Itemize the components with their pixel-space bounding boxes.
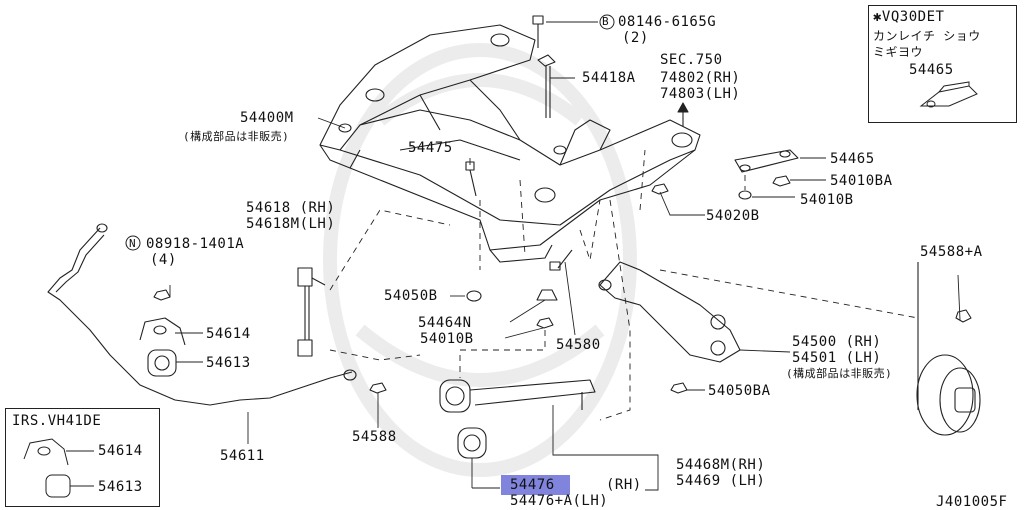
marker-b-letter: B <box>602 15 610 28</box>
clamp-54614[interactable] <box>139 317 186 346</box>
bolt-54418a[interactable] <box>537 54 556 118</box>
marker-b-icon <box>599 14 615 30</box>
nut-54050ba[interactable] <box>670 382 688 394</box>
label-54010b-mid[interactable]: 54010B <box>420 331 474 347</box>
inset-vq30-line3: ミギヨウ <box>873 45 924 59</box>
label-08918-qty: (4) <box>150 252 177 268</box>
label-54588a[interactable]: 54588+A <box>920 244 983 260</box>
nut-54020b[interactable] <box>651 183 669 195</box>
dashed-guides <box>329 149 919 421</box>
label-54476[interactable]: 54476 <box>510 477 555 493</box>
label-sec750[interactable]: SEC.750 <box>660 52 723 68</box>
label-54020b[interactable]: 54020B <box>706 208 760 224</box>
nut-54588[interactable] <box>369 382 387 394</box>
label-54010ba[interactable]: 54010BA <box>830 173 893 189</box>
inset-irs-vh41de: IRS.VH41DE 54614 54613 <box>5 408 160 507</box>
label-08146-qty: (2) <box>622 30 649 46</box>
bushing-54476[interactable] <box>457 427 487 459</box>
label-08146-6165g[interactable]: 08146-6165G <box>618 14 717 30</box>
inset-vq30-line2: カンレイチ ショウ <box>873 29 981 43</box>
label-54010b-top[interactable]: 54010B <box>800 192 854 208</box>
nut-54010ba[interactable] <box>772 175 791 187</box>
compression-rod-54468m[interactable] <box>439 379 596 413</box>
label-08918-1401a[interactable]: 08918-1401A <box>146 236 245 252</box>
highlight-54476 <box>501 475 570 495</box>
bolt-08146[interactable] <box>532 15 544 48</box>
inset-vq30-part[interactable]: 54465 <box>909 62 954 78</box>
label-54050ba[interactable]: 54050BA <box>708 383 771 399</box>
label-54501[interactable]: 54501 (LH) <box>792 350 882 366</box>
label-54400m[interactable]: 54400M <box>240 110 294 126</box>
bracket-54465[interactable] <box>734 149 799 173</box>
label-54500[interactable]: 54500 (RH) <box>792 334 882 350</box>
washer-54050b[interactable] <box>466 290 482 302</box>
label-54476-rh: (RH) <box>606 477 642 493</box>
label-54476a[interactable]: 54476+A(LH) <box>510 493 609 509</box>
inset-bracket-icon <box>919 81 978 108</box>
bushing-54613[interactable] <box>147 349 177 377</box>
inset-irs-part1[interactable]: 54614 <box>98 443 143 459</box>
bolt-54580[interactable] <box>549 249 573 271</box>
inset-irs-part2[interactable]: 54613 <box>98 479 143 495</box>
marker-n-icon <box>125 235 141 251</box>
nut-54010b-mid[interactable] <box>536 317 554 329</box>
label-54464n[interactable]: 54464N <box>418 315 472 331</box>
inset-vq30det: ✱VQ30DET カンレイチ ショウ ミギヨウ 54465 <box>868 5 1017 123</box>
label-54501-note: (構成部品は非販売) <box>786 367 893 380</box>
arrow-up-icon <box>677 102 689 127</box>
label-54465[interactable]: 54465 <box>830 151 875 167</box>
insulator-54464n[interactable] <box>536 289 558 301</box>
label-54418a[interactable]: 54418A <box>582 70 636 86</box>
inset-irs-title: IRS.VH41DE <box>12 413 102 429</box>
washer-54010b[interactable] <box>738 190 752 200</box>
label-54469[interactable]: 54469 (LH) <box>676 473 766 489</box>
label-54475[interactable]: 54475 <box>408 140 453 156</box>
label-54050b[interactable]: 54050B <box>384 288 438 304</box>
label-54614[interactable]: 54614 <box>206 326 251 342</box>
lower-arm-54500[interactable] <box>598 261 741 363</box>
label-54400m-note: (構成部品は非販売) <box>183 130 290 143</box>
nut-08918[interactable] <box>153 289 171 301</box>
inset-vq30-title: ✱VQ30DET <box>873 9 945 25</box>
label-74802[interactable]: 74802(RH) <box>660 70 741 86</box>
label-54588[interactable]: 54588 <box>352 429 397 445</box>
label-54618[interactable]: 54618 (RH) <box>246 200 336 216</box>
label-54611[interactable]: 54611 <box>220 448 265 464</box>
stabilizer-bar-54611[interactable] <box>47 223 357 406</box>
disc-hub-54588a[interactable] <box>916 262 981 436</box>
crossmember-frame[interactable] <box>319 24 701 263</box>
label-54580[interactable]: 54580 <box>556 337 601 353</box>
inset-irs-parts-icon <box>23 438 94 498</box>
leader-lines <box>169 21 961 491</box>
bolt-54475[interactable] <box>465 161 477 197</box>
diagram-code: J401005F <box>936 494 1008 510</box>
marker-n-letter: N <box>129 237 137 250</box>
label-54468m[interactable]: 54468M(RH) <box>676 457 766 473</box>
label-54613[interactable]: 54613 <box>206 355 251 371</box>
connecting-rod-54618[interactable] <box>297 267 326 357</box>
label-74803[interactable]: 74803(LH) <box>660 86 741 102</box>
label-54618m[interactable]: 54618M(LH) <box>246 216 336 232</box>
